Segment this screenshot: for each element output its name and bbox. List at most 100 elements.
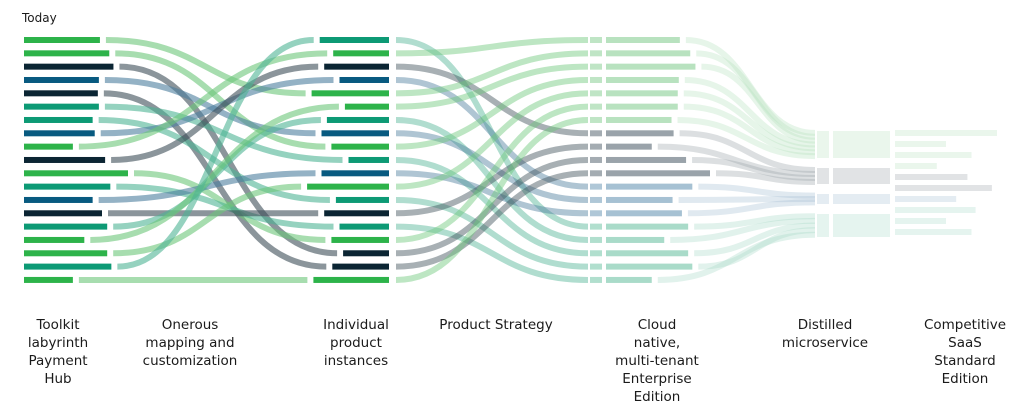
competitive-bar-light-green xyxy=(895,130,997,136)
flow-light-gray xyxy=(679,130,816,173)
toolkit-bar-teal xyxy=(24,103,99,110)
instance-bar-green xyxy=(344,103,389,110)
cloud-bar-light-teal xyxy=(606,223,689,230)
flow-teal xyxy=(395,156,589,257)
cloud-stub xyxy=(590,223,602,230)
flow-light-gray xyxy=(657,143,816,177)
flow-navy xyxy=(395,156,589,257)
toolkit-bar-navy xyxy=(24,90,98,97)
flow-light-green xyxy=(677,116,816,160)
cloud-stub xyxy=(590,103,602,110)
transformation-flow-diagram xyxy=(24,37,997,283)
cloud-bar-light-blue xyxy=(606,210,682,217)
toolkit-bar-green xyxy=(24,50,110,57)
column-distilled-microservice xyxy=(817,131,890,237)
flow-green xyxy=(105,37,306,97)
flows-toolkit-to-instances xyxy=(78,37,343,283)
flow-green xyxy=(113,183,302,257)
cloud-stub xyxy=(590,263,602,270)
cloud-stub xyxy=(590,76,602,83)
toolkit-bar-blue xyxy=(24,76,99,83)
cloud-stub xyxy=(590,130,602,137)
flow-light-gray xyxy=(692,156,816,181)
competitive-bar-light-teal xyxy=(895,207,976,213)
timeline-label-today: Today xyxy=(22,11,57,25)
cloud-bar-light-teal xyxy=(606,276,652,283)
flow-navy xyxy=(111,63,319,163)
flows-instances-to-cloud xyxy=(395,37,589,283)
instance-bar-navy xyxy=(332,263,389,270)
flow-teal xyxy=(395,116,589,243)
cloud-bar-light-green xyxy=(606,50,691,57)
cloud-bar-light-green xyxy=(606,63,696,70)
cloud-bar-light-green xyxy=(606,37,680,43)
cloud-stub xyxy=(590,143,602,150)
instance-bar-teal xyxy=(335,196,389,203)
instance-bar-navy xyxy=(324,210,389,217)
cloud-stub xyxy=(590,90,602,97)
competitive-bar-light-green xyxy=(895,163,937,169)
toolkit-bar-navy xyxy=(24,156,106,163)
instance-bar-blue xyxy=(321,130,389,137)
cloud-stub xyxy=(590,183,602,190)
flow-light-blue xyxy=(687,199,816,217)
flow-light-teal xyxy=(694,222,816,257)
cloud-stub xyxy=(590,37,602,43)
cloud-bar-light-blue xyxy=(606,196,673,203)
competitive-bar-light-green xyxy=(895,141,946,147)
toolkit-bar-blue xyxy=(24,196,93,203)
flow-light-teal xyxy=(698,227,816,270)
flow-light-green xyxy=(684,76,816,148)
competitive-bar-light-gray xyxy=(895,185,992,191)
cloud-bar-light-green xyxy=(606,103,678,110)
instance-bar-navy xyxy=(343,250,389,257)
instance-bar-green xyxy=(313,276,389,283)
column-individual-instances xyxy=(307,37,389,283)
flow-green xyxy=(395,103,589,243)
cloud-bar-light-teal xyxy=(606,263,693,270)
stage-label-competitive-saas: Competitive SaaS Standard Edition xyxy=(923,317,1007,387)
flow-light-green xyxy=(685,37,816,136)
toolkit-bar-green xyxy=(24,276,73,283)
cloud-stub xyxy=(590,116,602,123)
distilled-stub xyxy=(817,168,829,184)
distilled-stub xyxy=(817,214,829,237)
flow-green xyxy=(395,63,589,110)
cloud-stub xyxy=(590,250,602,257)
flow-green xyxy=(90,103,339,243)
cloud-stub xyxy=(590,236,602,243)
stage-label-individual-instances: Individual product instances xyxy=(323,317,389,369)
cloud-bar-light-gray xyxy=(606,170,710,177)
flow-navy xyxy=(395,143,589,217)
flow-green xyxy=(395,90,589,190)
toolkit-bar-green xyxy=(24,37,100,43)
toolkit-bar-teal xyxy=(24,116,93,123)
cloud-stub xyxy=(590,196,602,203)
cloud-stub xyxy=(590,276,602,283)
flow-navy xyxy=(395,63,589,137)
flow-blue xyxy=(395,130,589,203)
toolkit-bar-blue xyxy=(24,130,95,137)
flow-light-teal xyxy=(694,213,816,230)
distilled-block-light-gray xyxy=(833,168,890,184)
cloud-stub xyxy=(590,63,602,70)
cloud-bar-light-green xyxy=(606,116,672,123)
cloud-bar-light-gray xyxy=(606,143,652,150)
instance-bar-blue xyxy=(339,76,389,83)
instance-bar-teal xyxy=(319,37,389,43)
cloud-stub xyxy=(590,50,602,57)
flow-blue xyxy=(395,170,589,217)
stage-label-cloud-native: Cloud native, multi-tenant Enterprise Ed… xyxy=(615,317,699,405)
toolkit-bar-teal xyxy=(24,263,112,270)
instance-bar-navy xyxy=(324,63,389,70)
column-toolkit-payment-hub xyxy=(24,37,128,283)
flow-green xyxy=(395,76,589,150)
flow-light-green xyxy=(683,103,816,156)
cloud-stub xyxy=(590,170,602,177)
distilled-stub xyxy=(817,131,829,158)
toolkit-bar-green xyxy=(24,170,128,177)
flow-green xyxy=(78,50,328,150)
competitive-bar-light-teal xyxy=(895,229,972,235)
stage-label-toolkit: Toolkit labyrinth Payment Hub xyxy=(27,317,89,387)
cloud-bar-light-green xyxy=(606,90,678,97)
